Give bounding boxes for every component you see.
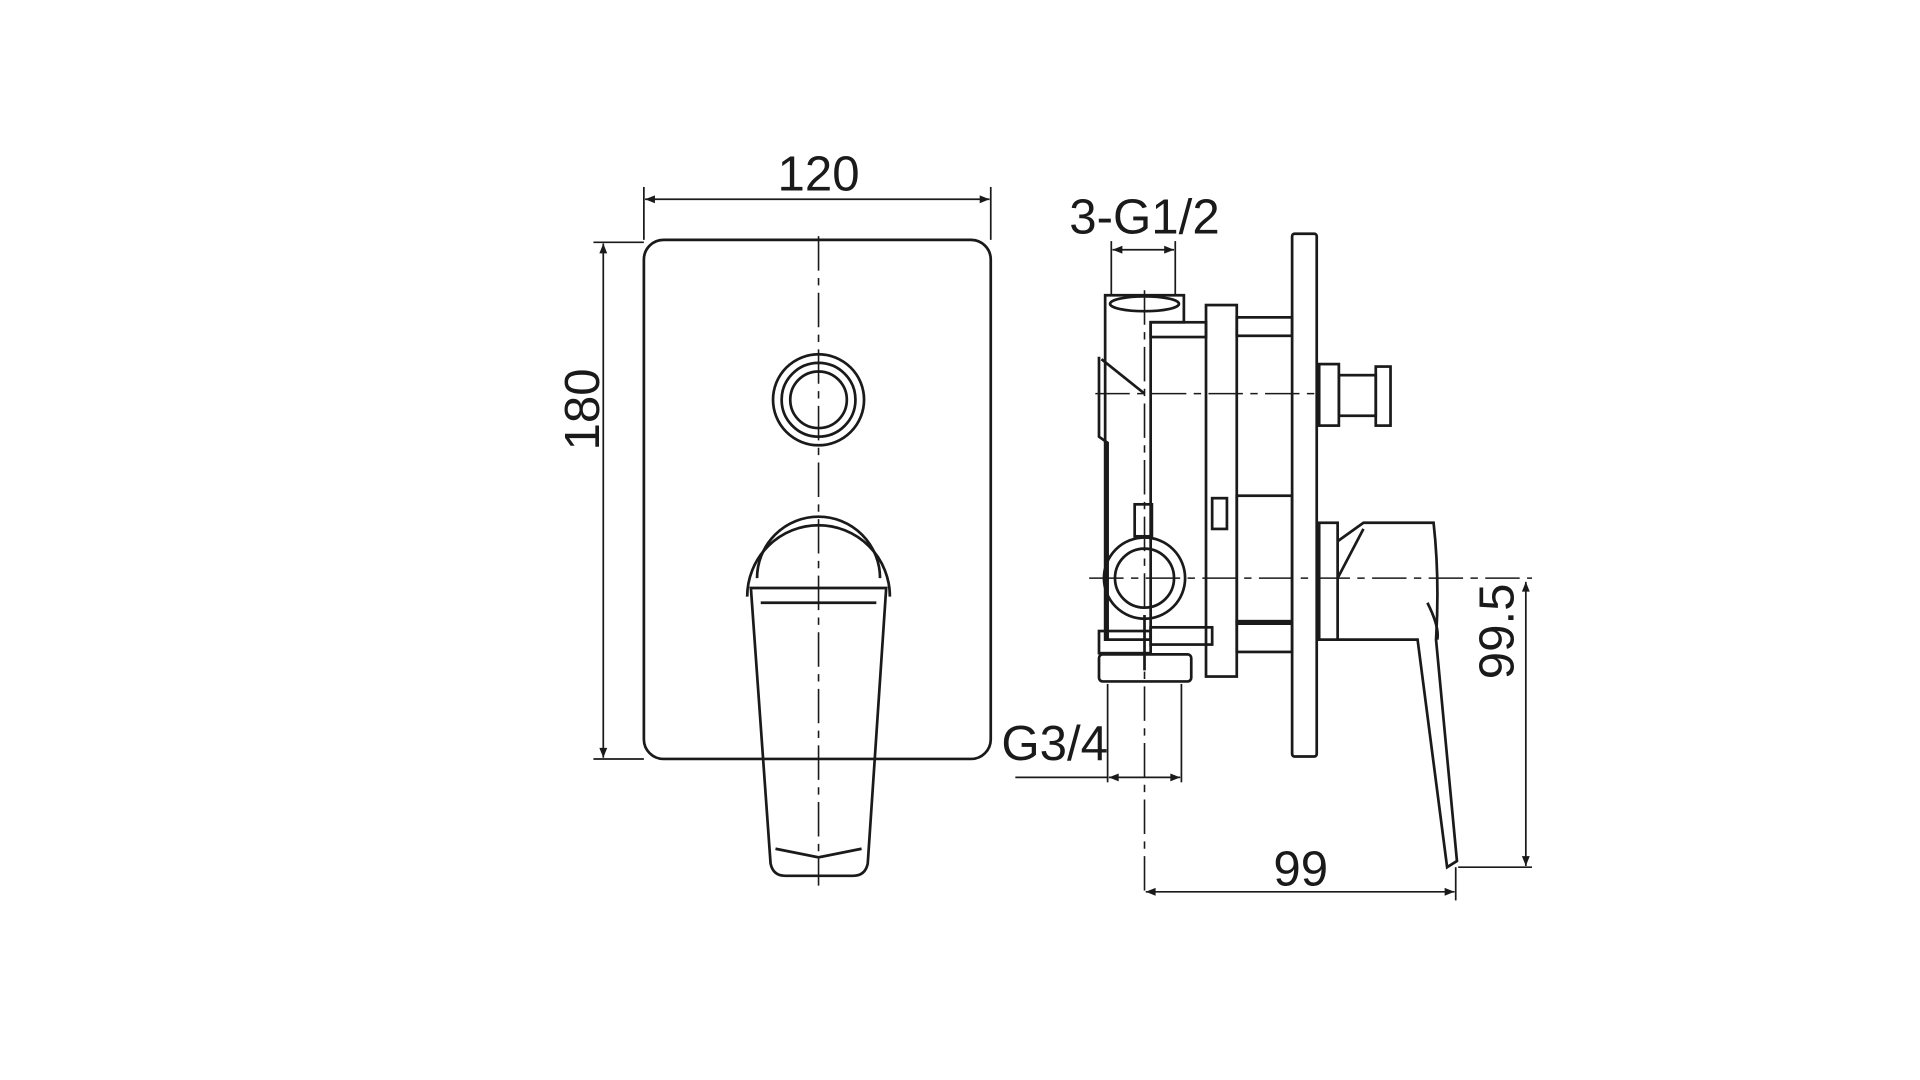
diverter-knob <box>771 352 866 447</box>
outlet-label: G3/4 <box>1001 716 1108 771</box>
handle-height-label: 99.5 <box>1469 584 1524 680</box>
depth-label: 99 <box>1273 842 1328 897</box>
cover-plate <box>642 238 993 761</box>
height-label: 180 <box>555 368 610 450</box>
diverter-stem <box>1317 362 1392 427</box>
valve-body <box>1097 293 1294 683</box>
front-view: 120 180 <box>555 147 993 886</box>
inlet-label: 3-G1/2 <box>1069 190 1219 245</box>
side-view: 3-G1/2 G3/4 99 99.5 <box>1001 190 1532 901</box>
lever-handle <box>745 515 892 878</box>
width-label: 120 <box>778 147 860 202</box>
side-lever-handle <box>1317 521 1459 870</box>
side-cover-plate <box>1290 232 1319 758</box>
